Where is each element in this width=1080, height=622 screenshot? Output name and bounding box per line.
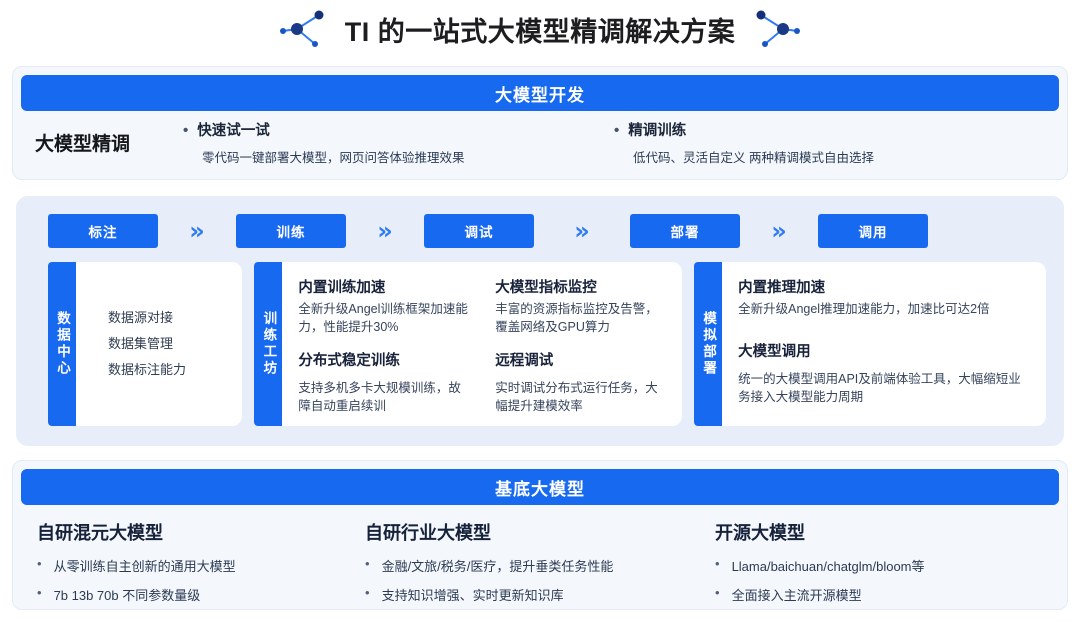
section-base-models: 基底大模型 自研混元大模型 • 从零训练自主创新的通用大模型 • 7b 13b …: [12, 460, 1068, 610]
development-item-head: • 快速试一试: [183, 119, 596, 140]
base-models-header: 基底大模型: [21, 469, 1059, 505]
chevron-right-icon: »: [189, 217, 205, 245]
list-item: • Llama/baichuan/chatglm/bloom等: [715, 557, 1023, 577]
list-item: • 从零训练自主创新的通用大模型: [37, 557, 345, 577]
feature-desc: 支持多机多卡大规模训练，故障自动重启续训: [298, 381, 461, 414]
page-title: TI 的一站式大模型精调解决方案: [0, 0, 1080, 58]
card-tab-label: 数据中心: [48, 262, 76, 426]
base-model-column-opensource[interactable]: 开源大模型 • Llama/baichuan/chatglm/bloom等 • …: [693, 519, 1043, 614]
base-model-column-hunyuan[interactable]: 自研混元大模型 • 从零训练自主创新的通用大模型 • 7b 13b 70b 不同…: [37, 519, 365, 614]
section-model-development: 大模型开发 大模型精调 • 快速试一试 零代码一键部署大模型，网页问答体验推理效…: [12, 66, 1068, 180]
development-item-title: 精调训练: [628, 122, 687, 139]
pipeline-step-invoke[interactable]: 调用: [818, 214, 928, 248]
development-body: 大模型精调 • 快速试一试 零代码一键部署大模型，网页问答体验推理效果 • 精调…: [21, 111, 1059, 173]
bullet-dot-icon: •: [365, 584, 370, 600]
bullet-dot-icon: •: [37, 556, 42, 571]
list-item: • 全面接入主流开源模型: [715, 586, 1023, 606]
feature-title: 分布式稳定训练: [298, 353, 400, 370]
chevron-right-icon: »: [377, 217, 393, 245]
bullet-dot-icon: •: [183, 121, 189, 139]
development-row-label: 大模型精调: [35, 133, 131, 155]
list-item: 数据源对接: [108, 310, 174, 325]
list-item: 数据标注能力: [108, 362, 187, 377]
card-tab-label: 模拟部署: [694, 262, 723, 426]
list-item-text: 从零训练自主创新的通用大模型: [53, 559, 236, 574]
pipeline-cards: 数据中心 数据源对接 数据集管理 数据标注能力 训练工坊 内置训练加速 全新升级…: [34, 262, 1046, 426]
inference-column: 内置推理加速 全新升级Angel推理加速能力，加速比可达2倍 大模型调用 统一的…: [738, 276, 1030, 412]
feature-desc: 全新升级Angel训练框架加速能力，性能提升30%: [298, 302, 468, 335]
card-data-center[interactable]: 数据中心 数据源对接 数据集管理 数据标注能力: [48, 262, 243, 426]
card-tab-label: 训练工坊: [254, 262, 283, 426]
base-model-title: 自研行业大模型: [365, 523, 491, 543]
feature-title: 内置训练加速: [298, 280, 386, 296]
development-item-desc: 零代码一键部署大模型，网页问答体验推理效果: [202, 150, 465, 165]
base-model-title: 开源大模型: [715, 523, 805, 543]
bullet-dot-icon: •: [37, 584, 42, 600]
feature-desc: 统一的大模型调用API及前端体验工具，大幅缩短业务接入大模型能力周期: [738, 372, 1021, 405]
list-item: 数据集管理: [108, 336, 174, 351]
list-item-text: 支持知识增强、实时更新知识库: [381, 587, 564, 603]
feature-title: 大模型调用: [738, 344, 811, 361]
card-simulated-deployment[interactable]: 模拟部署 内置推理加速 全新升级Angel推理加速能力，加速比可达2倍 大模型调…: [694, 262, 1046, 426]
chevron-right-icon: »: [574, 217, 590, 245]
base-model-title: 自研混元大模型: [37, 523, 163, 543]
pipeline-step-label[interactable]: 标注: [48, 214, 158, 248]
list-item-text: 全面接入主流开源模型: [731, 587, 862, 603]
feature-desc: 全新升级Angel推理加速能力，加速比可达2倍: [738, 302, 990, 316]
card-training-workshop[interactable]: 训练工坊 内置训练加速 全新升级Angel训练框架加速能力，性能提升30% 分布…: [254, 262, 683, 426]
bullet-dot-icon: •: [365, 556, 370, 571]
development-item-finetune-training[interactable]: • 精调训练 低代码、灵活自定义 两种精调模式自由选择: [614, 119, 1045, 166]
list-item: • 金融/文旅/税务/医疗，提升垂类任务性能: [365, 557, 673, 577]
data-center-capability-list: 数据源对接 数据集管理 数据标注能力: [102, 305, 186, 383]
feature-title: 内置推理加速: [738, 280, 826, 296]
development-item-head: • 精调训练: [614, 119, 1027, 140]
pipeline-step-debug[interactable]: 调试: [424, 214, 534, 248]
development-header: 大模型开发: [21, 75, 1059, 111]
pipeline-step-deploy[interactable]: 部署: [630, 214, 740, 248]
title-text: TI 的一站式大模型精调解决方案: [344, 16, 736, 47]
node-decoration-right-icon: [756, 10, 801, 47]
feature-desc: 实时调试分布式运行任务，大幅提升建模效率: [495, 381, 658, 414]
development-item-desc: 低代码、灵活自定义 两种精调模式自由选择: [633, 150, 874, 165]
list-item: • 支持知识增强、实时更新知识库: [365, 586, 673, 606]
base-models-columns: 自研混元大模型 • 从零训练自主创新的通用大模型 • 7b 13b 70b 不同…: [21, 505, 1059, 614]
feature-title: 大模型指标监控: [495, 280, 597, 296]
node-decoration-left-icon: [279, 10, 324, 47]
bullet-dot-icon: •: [715, 556, 720, 571]
development-item-title: 快速试一试: [197, 122, 270, 139]
feature-desc: 丰富的资源指标监控及告警，覆盖网络及GPU算力: [495, 302, 658, 335]
training-acceleration-column: 内置训练加速 全新升级Angel训练框架加速能力，性能提升30% 分布式稳定训练…: [298, 276, 469, 414]
list-item: • 7b 13b 70b 不同参数量级: [37, 586, 345, 606]
bullet-dot-icon: •: [614, 121, 620, 139]
bullet-dot-icon: •: [715, 584, 720, 600]
feature-title: 远程调试: [495, 353, 554, 370]
development-item-quick-try[interactable]: • 快速试一试 零代码一键部署大模型，网页问答体验推理效果: [183, 119, 614, 166]
base-model-column-industry[interactable]: 自研行业大模型 • 金融/文旅/税务/医疗，提升垂类任务性能 • 支持知识增强、…: [365, 519, 693, 614]
list-item-text: 金融/文旅/税务/医疗，提升垂类任务性能: [381, 559, 614, 574]
chevron-right-icon: »: [771, 217, 787, 245]
list-item-text: Llama/baichuan/chatglm/bloom等: [731, 559, 925, 574]
section-pipeline: 标注 » 训练 » 调试 » 部署 » 调用 数据中心 数据源对接 数据集管理 …: [16, 196, 1064, 446]
list-item-text: 7b 13b 70b 不同参数量级: [53, 587, 201, 603]
pipeline-steps: 标注 » 训练 » 调试 » 部署 » 调用: [48, 214, 1046, 248]
monitoring-debug-column: 大模型指标监控 丰富的资源指标监控及告警，覆盖网络及GPU算力 远程调试 实时调…: [495, 276, 666, 414]
pipeline-step-train[interactable]: 训练: [236, 214, 346, 248]
